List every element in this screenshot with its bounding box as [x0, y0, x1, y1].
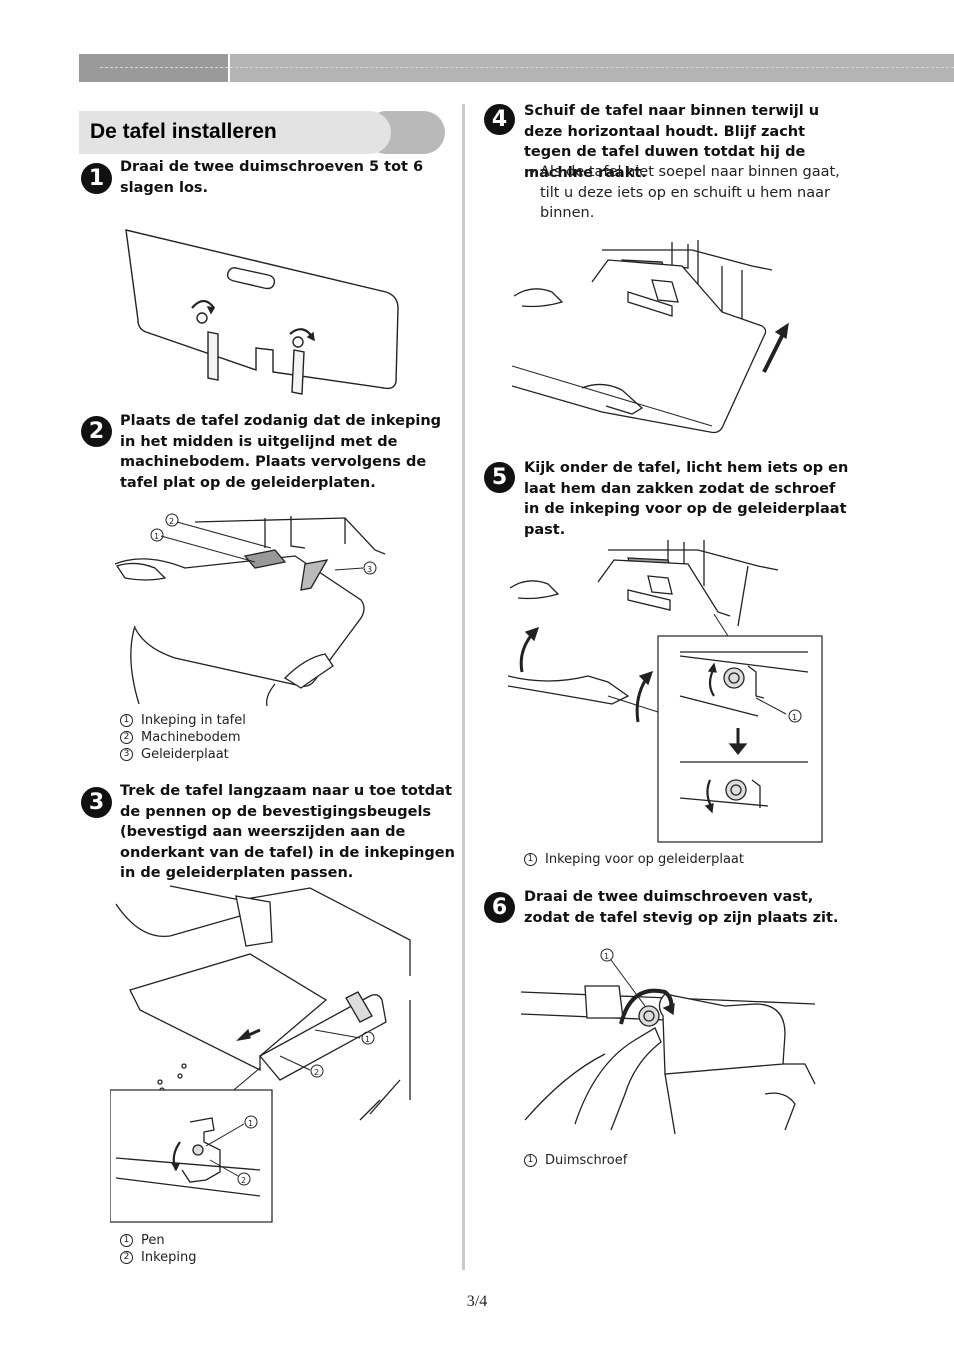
step-5-text: Kijk onder de tafel, licht hem iets op e… [524, 460, 849, 538]
step-1-text: Draai de twee duimschroeven 5 tot 6 slag… [120, 159, 424, 196]
step-2-illustration: 1 2 3 [105, 508, 395, 708]
step-2-number: 2 [81, 416, 112, 447]
section-title-tab: De tafel installeren [79, 111, 445, 154]
step-3-text: Trek de tafel langzaam naar u toe totdat… [120, 783, 455, 881]
step-6-illustration: 1 [515, 944, 820, 1144]
step-1-illustration [118, 222, 408, 402]
svg-text:2: 2 [169, 517, 174, 526]
step-4-bullet: •Als de tafel niet soepel naar binnen ga… [528, 164, 840, 221]
step-6-text: Draai de twee duimschroeven vast, zodat … [524, 889, 839, 926]
step-5-illustration: 1 [508, 536, 828, 846]
svg-text:3: 3 [367, 565, 372, 574]
step-5-number: 5 [484, 462, 515, 493]
svg-text:2: 2 [314, 1068, 319, 1077]
header-bar-line [100, 67, 954, 68]
step-4-number: 4 [484, 104, 515, 135]
header-bar-left [79, 54, 228, 82]
step-3-number: 3 [81, 787, 112, 818]
svg-text:1: 1 [365, 1035, 370, 1044]
section-title-tab-front [79, 111, 391, 154]
step-6-number: 6 [484, 892, 515, 923]
step-2-text: Plaats de tafel zodanig dat de inkeping … [120, 413, 442, 491]
step-4-text: Schuif de tafel naar binnen terwijl u de… [524, 103, 820, 181]
svg-text:1: 1 [154, 532, 159, 541]
step-1-number: 1 [81, 163, 112, 194]
svg-text:1: 1 [792, 713, 797, 722]
column-divider [462, 104, 465, 1270]
page-number: 3/4 [466, 1293, 488, 1310]
section-title: De tafel installeren [90, 120, 277, 143]
svg-text:1: 1 [604, 952, 609, 961]
svg-text:1: 1 [248, 1119, 253, 1128]
svg-text:2: 2 [241, 1176, 246, 1185]
header-bar-right [230, 54, 954, 82]
step-4-illustration [512, 236, 802, 436]
step-3-illustration: 1 2 1 2 [110, 880, 420, 1225]
